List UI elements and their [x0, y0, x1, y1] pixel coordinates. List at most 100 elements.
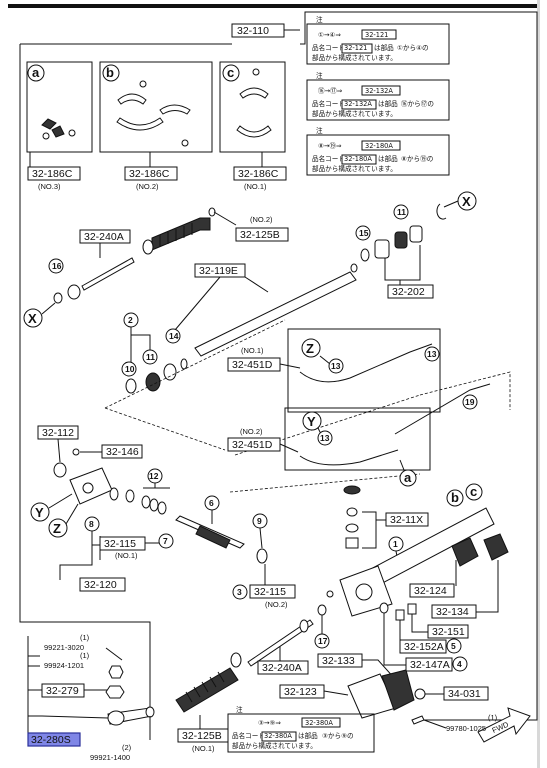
part-label-99924-1201[interactable]: 99924-1201: [44, 661, 84, 670]
part-label-32-240A[interactable]: 32-240A: [84, 231, 124, 243]
svg-text:13: 13: [320, 433, 330, 443]
assembly-dash: [229, 371, 511, 493]
bushing-half-icon: [159, 104, 191, 115]
svg-text:注: 注: [316, 71, 323, 80]
part-label-99221-3020[interactable]: 99221-3020: [44, 643, 84, 652]
svg-text:(NO.2): (NO.2): [240, 427, 263, 436]
svg-text:10: 10: [125, 364, 135, 374]
part-label-32-134[interactable]: 32-134: [436, 606, 469, 618]
part-label-32-110[interactable]: 32-110: [231, 23, 285, 38]
part-label-32-202[interactable]: 32-202: [392, 286, 425, 298]
svg-text:(1): (1): [80, 651, 90, 660]
part-label-32-147A[interactable]: 32-147A: [410, 659, 450, 671]
detail-frame: [287, 328, 441, 413]
bolt-icon: [68, 129, 76, 137]
part-label-32-133[interactable]: 32-133: [322, 655, 355, 667]
part-label-32-186C-no3[interactable]: 32-186C: [32, 168, 73, 180]
part-label-34-031[interactable]: 34-031: [448, 688, 481, 700]
svg-text:③から⑨の: ③から⑨の: [322, 732, 354, 740]
plug-icon: [395, 609, 405, 621]
bolt-icon: [42, 132, 50, 140]
svg-text:6: 6: [209, 498, 214, 508]
part-label-32-451D-no2[interactable]: 32-451D: [232, 439, 273, 451]
pipe-no1: Z 13 13 (NO.1) 32-451D: [227, 328, 441, 413]
cylinder-tube: 32-119E 14: [163, 263, 358, 381]
svg-text:③→⑨⇒: ③→⑨⇒: [258, 719, 281, 727]
right-edge: [537, 0, 540, 768]
svg-text:は部品: は部品: [378, 99, 398, 108]
svg-text:⑧→⑲⇒: ⑧→⑲⇒: [318, 142, 342, 150]
bushing-icon: [374, 239, 390, 259]
svg-text:は部品: は部品: [298, 731, 318, 740]
part-label-32-151[interactable]: 32-151: [432, 626, 465, 638]
bushing-half-icon: [116, 117, 164, 131]
part-label-32-146[interactable]: 32-146: [106, 446, 139, 458]
nut-icon: [105, 685, 125, 699]
bearing-icon: [145, 372, 161, 392]
part-label-32-280S-highlight[interactable]: [27, 732, 81, 747]
part-label-32-451D-no1[interactable]: 32-451D: [232, 359, 273, 371]
nut-icon: [414, 688, 426, 700]
svg-text:9: 9: [257, 516, 262, 526]
part-label-32-119E[interactable]: 32-119E: [199, 265, 238, 277]
part-label-32-11X[interactable]: 32-11X: [390, 514, 423, 526]
part-label-32-115-no2[interactable]: 32-115: [254, 586, 286, 598]
svg-text:32-180A: 32-180A: [365, 142, 393, 150]
part-label-99780-1025[interactable]: 99780-1025: [446, 724, 486, 733]
part-label-32-112[interactable]: 32-112: [42, 427, 74, 439]
gasket-icon: [381, 669, 415, 711]
o-ring-icon: [317, 604, 327, 616]
part-label-32-125B-no1[interactable]: 32-125B: [182, 730, 222, 742]
svg-text:⑯から⑰の: ⑯から⑰の: [401, 100, 434, 108]
part-label-32-186C-no2[interactable]: 32-186C: [129, 168, 170, 180]
seal-icon: [379, 602, 389, 614]
pipe-icon: [299, 343, 433, 383]
seal-icon: [256, 548, 268, 564]
svg-text:部品から構成されています。: 部品から構成されています。: [312, 53, 397, 62]
bushing-half-icon: [117, 93, 147, 105]
bolt-icon: [411, 715, 425, 725]
top-rule: [8, 4, 538, 8]
part-label-99921-1400[interactable]: 99921-1400: [90, 753, 130, 762]
svg-text:11: 11: [146, 352, 155, 362]
bearing-icon: [394, 231, 408, 249]
bolt-icon: [72, 448, 80, 456]
part-label-32-120[interactable]: 32-120: [84, 579, 117, 591]
svg-text:c: c: [470, 484, 477, 499]
svg-text:a: a: [32, 65, 40, 80]
boot-no1: 32-125B (NO.1): [175, 652, 242, 753]
bushing-no2: 3 32-115 (NO.2): [232, 564, 296, 609]
clamp-bracket-icon: [41, 118, 65, 138]
svg-text:(NO.1): (NO.1): [244, 182, 267, 191]
svg-text:⑧から⑲の: ⑧から⑲の: [401, 155, 433, 163]
part-label-32-152A[interactable]: 32-152A: [404, 641, 444, 653]
svg-text:1: 1: [393, 539, 398, 549]
svg-text:(NO.1): (NO.1): [241, 346, 264, 355]
callout-17: 17: [314, 604, 330, 649]
gear-housing: 1 b c: [326, 483, 509, 617]
svg-text:注: 注: [316, 15, 323, 24]
boot-no2: (NO.2) 32-125B: [142, 207, 289, 255]
part-label-32-240A-lower[interactable]: 32-240A: [262, 662, 302, 674]
svg-text:品名コード: 品名コード: [232, 731, 265, 740]
part-label-32-279[interactable]: 32-279: [46, 685, 79, 697]
part-label-32-115-no1[interactable]: 32-115: [104, 538, 136, 550]
o-ring-icon: [180, 358, 188, 370]
svg-text:(NO.2): (NO.2): [250, 215, 273, 224]
svg-text:X: X: [28, 311, 37, 326]
sub-view-a: a 32-186C (NO.3): [26, 61, 93, 191]
svg-text:①から④の: ①から④の: [397, 44, 429, 52]
svg-text:は部品: は部品: [374, 43, 394, 52]
part-label-32-186C-no1[interactable]: 32-186C: [238, 168, 279, 180]
svg-text:品名コード: 品名コード: [312, 99, 345, 108]
svg-text:注: 注: [316, 126, 323, 135]
part-label-32-280S[interactable]: 32-280S: [31, 734, 71, 746]
plug-icon: [345, 537, 359, 549]
part-label-32-125B-no2[interactable]: 32-125B: [240, 229, 280, 241]
sub-view-b: b 32-186C (NO.2): [99, 61, 213, 191]
clamp-icon: [208, 207, 216, 217]
part-label-32-123[interactable]: 32-123: [284, 686, 317, 698]
tie-rod-lower: 32-240A: [247, 619, 314, 675]
part-label-32-124[interactable]: 32-124: [414, 585, 447, 597]
